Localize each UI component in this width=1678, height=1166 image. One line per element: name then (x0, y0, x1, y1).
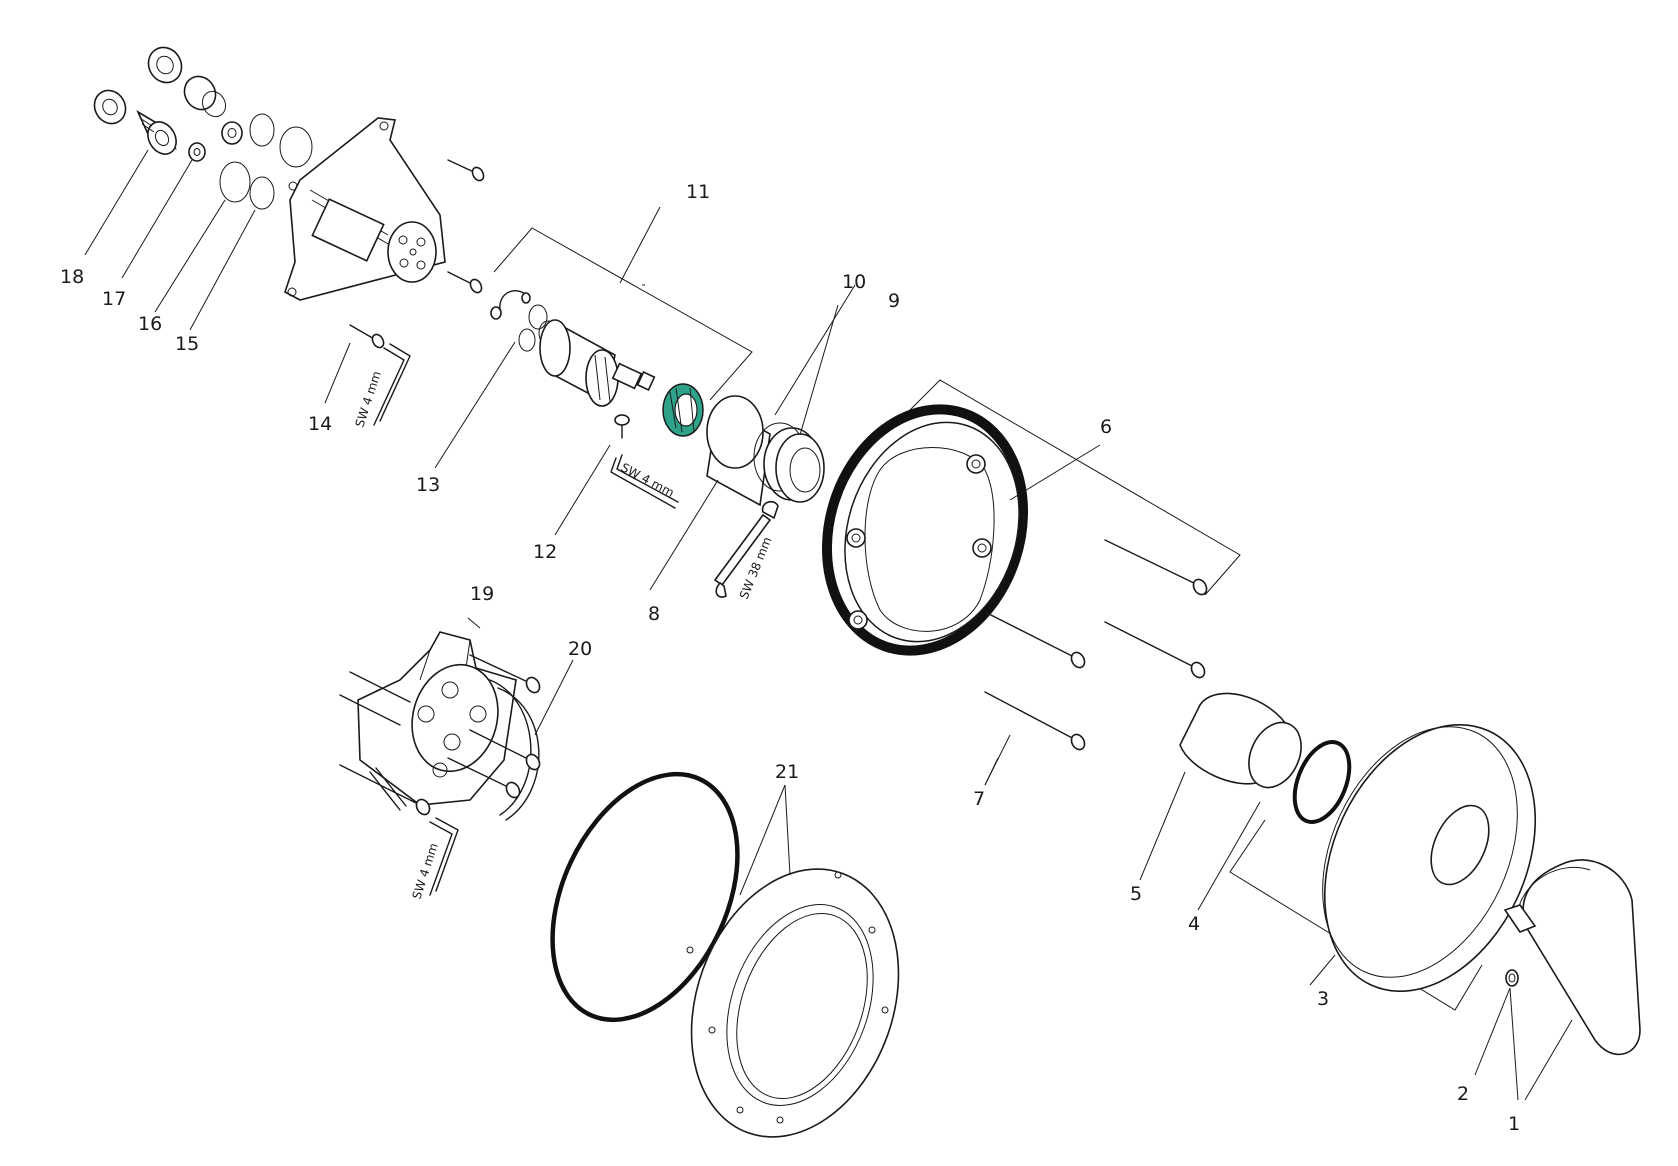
part-label-17: 17 (102, 288, 126, 310)
mixer-body (284, 117, 446, 301)
part-label-4: 4 (1188, 913, 1200, 935)
tool-label-hex-key-14: SW 4 mm (353, 369, 384, 429)
part-17-washer (188, 121, 243, 162)
part-label-16: 16 (138, 313, 162, 335)
part-6-mounting-ring (821, 404, 1029, 656)
tool-label-hex-key-19: SW 4 mm (410, 841, 441, 901)
part-2-set-screw (1505, 969, 1519, 987)
part-12-hex-key (610, 454, 679, 509)
screw-middle (447, 271, 483, 294)
part-14-screw (349, 324, 385, 349)
part-9-sleeve-end (775, 433, 825, 503)
part-label-10: 10 (842, 271, 866, 293)
part-3-trim-plate (1322, 723, 1537, 993)
cartridge-clip (490, 290, 531, 320)
part-label-14: 14 (308, 413, 332, 435)
part-7-screw-a (984, 611, 1086, 669)
part-label-21: 21 (775, 761, 799, 783)
part-label-20: 20 (568, 638, 592, 660)
part-6-screw-b (1104, 621, 1206, 679)
part-21-frame (686, 868, 900, 1138)
part-15-o-ring (249, 126, 313, 210)
part-21-o-ring (550, 771, 740, 1023)
part-label-5: 5 (1130, 883, 1142, 905)
part-13-cartridge (539, 319, 656, 407)
part-14-hex-key (373, 343, 411, 426)
tool-label-hex-key-12: SW 4 mm (619, 460, 677, 500)
part-label-11: 11 (686, 181, 710, 203)
part-6-screw-a (1104, 539, 1208, 596)
part-8-wrench (713, 500, 779, 598)
part-label-15: 15 (175, 333, 199, 355)
part-20-screws (339, 654, 541, 816)
part-18-connector (136, 110, 177, 155)
part-label-12: 12 (533, 541, 557, 563)
part-label-9: 9 (888, 290, 900, 312)
inlet-nut-lower (93, 89, 127, 125)
part-label-2: 2 (1457, 1083, 1469, 1105)
part-labels: 1 2 3 4 5 6 7 8 9 10 11 12 13 14 15 16 1… (60, 181, 1520, 1135)
part-19-plaster-guard (357, 631, 540, 821)
part-19-hex-key (429, 817, 459, 896)
part-1-handle (1503, 859, 1641, 1056)
part-11-bracket (493, 227, 753, 401)
green-ring (662, 383, 704, 437)
part-6-bracket (899, 379, 1241, 596)
part-5-spindle-extension (1179, 692, 1302, 789)
inlet-nut-upper (147, 46, 227, 118)
part-label-13: 13 (416, 474, 440, 496)
part-label-19: 19 (470, 583, 494, 605)
part-label-18: 18 (60, 266, 84, 288)
screw-upper (447, 159, 485, 182)
part-label-8: 8 (648, 603, 660, 625)
part-12-screw (614, 414, 630, 439)
part-label-1: 1 (1508, 1113, 1520, 1135)
part-label-7: 7 (973, 788, 985, 810)
part-16-o-ring (219, 113, 275, 203)
part-4-o-ring (1292, 740, 1352, 824)
part-label-3: 3 (1317, 988, 1329, 1010)
part-label-6: 6 (1100, 416, 1112, 438)
leader-lines (84, 149, 1573, 1101)
part-7-screw-b (984, 691, 1086, 751)
